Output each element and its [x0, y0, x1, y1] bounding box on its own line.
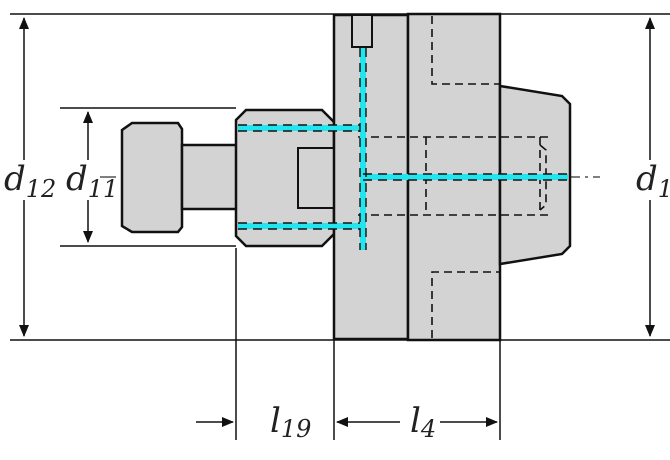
coolant-channel-dashes [238, 48, 568, 250]
label-d12: d12 [4, 159, 56, 203]
sleeve [234, 108, 336, 248]
label-l4: l4 [410, 401, 436, 443]
coolant-channels [238, 48, 568, 250]
sleeve-pocket [297, 147, 335, 209]
set-screw [351, 14, 373, 48]
dimension-lines [19, 17, 655, 427]
label-l19: l19 [270, 401, 311, 443]
label-d1: d1 [636, 159, 670, 203]
pilot-neck [180, 143, 240, 211]
label-d11: d11 [66, 159, 118, 203]
pilot-head [120, 121, 184, 234]
